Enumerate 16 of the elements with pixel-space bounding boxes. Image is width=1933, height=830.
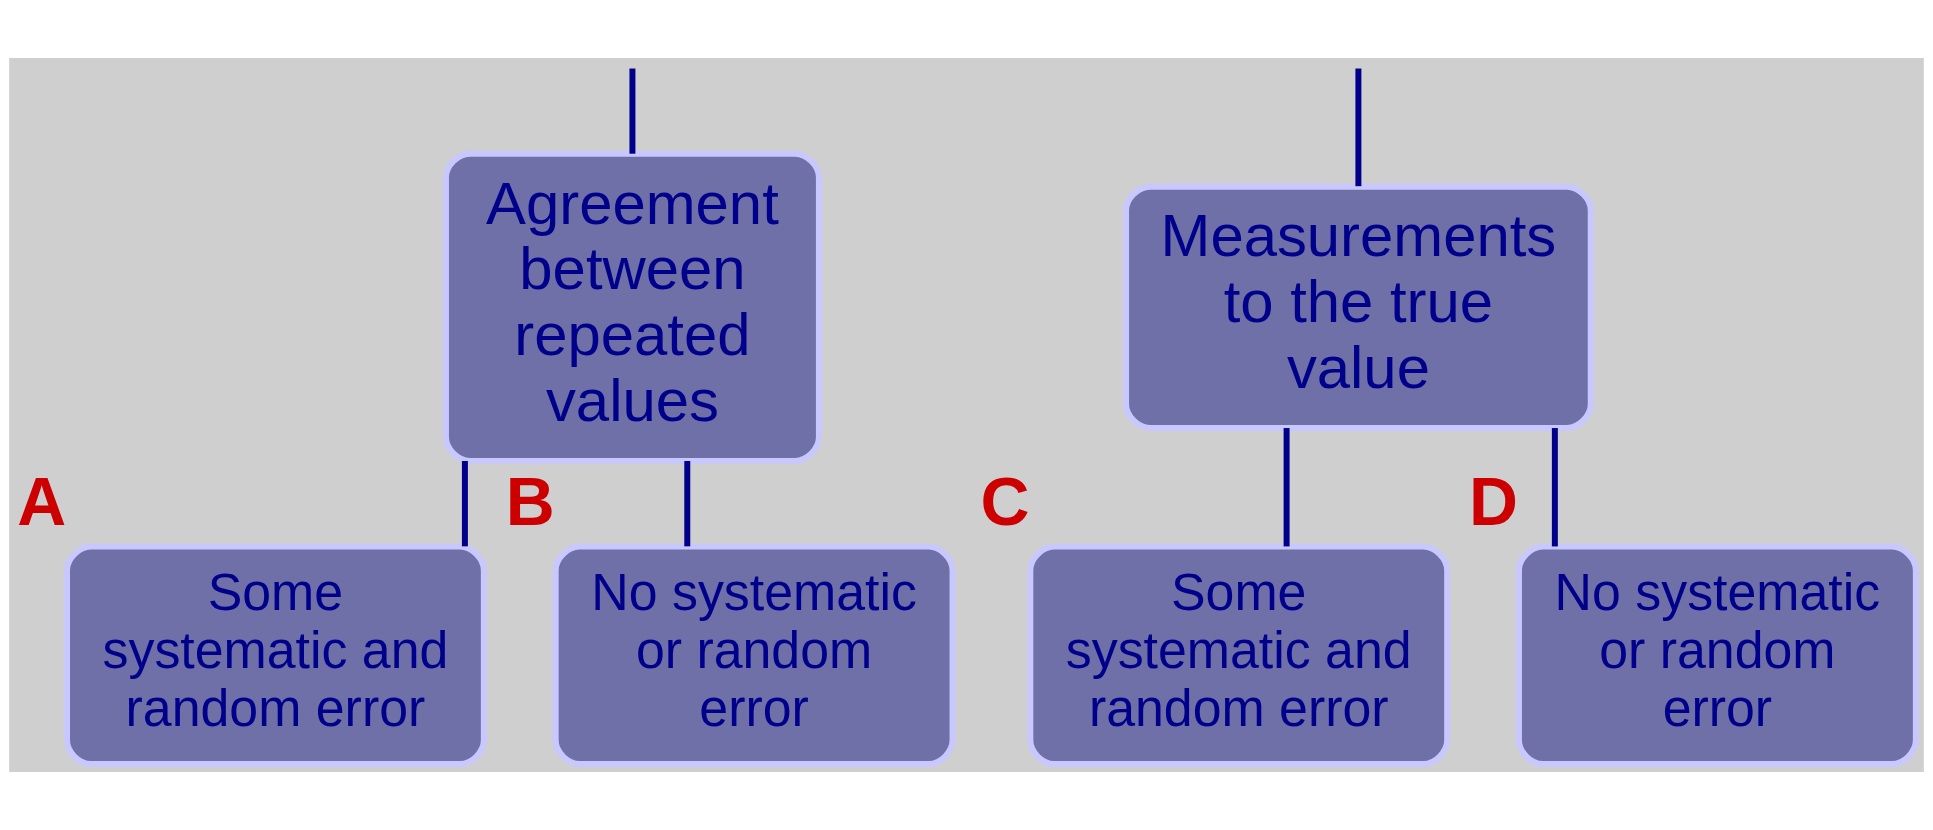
node-box: Some systematic and random error: [64, 543, 487, 767]
node-box: Agreement between repeated values: [442, 150, 822, 464]
node-box: Measurements to the true value: [1123, 183, 1594, 431]
node-label: C: [980, 464, 1030, 540]
connector: [1283, 428, 1290, 547]
node-box: Some systematic and random error: [1027, 543, 1451, 767]
node-label: A: [17, 464, 67, 540]
connector: [1551, 428, 1558, 547]
connector: [629, 68, 636, 154]
node-label: B: [505, 464, 555, 540]
node-label: D: [1469, 464, 1519, 540]
connector: [684, 460, 691, 547]
node-box: No systematic or random error: [1515, 543, 1919, 767]
node-box: No systematic or random error: [552, 543, 956, 767]
connector: [1355, 68, 1362, 187]
connector: [461, 460, 468, 547]
